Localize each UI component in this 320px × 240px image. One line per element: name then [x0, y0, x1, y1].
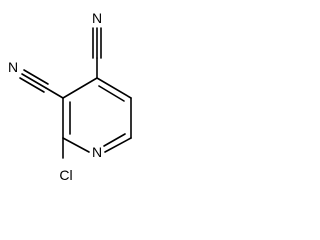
- atom-n-left-label: N: [8, 59, 18, 75]
- ring-inner-bond-c4-c5: [98, 85, 125, 102]
- triple-bond-left-1: [23, 69, 49, 85]
- ring-inner-bond-c6-n1: [103, 133, 126, 147]
- ring-bond-n1-c2: [62, 137, 90, 153]
- bond-c3-cn-left: [45, 87, 64, 99]
- ring-bond-c4-c5: [96, 77, 132, 99]
- ring-bond-c6-n1: [104, 137, 132, 153]
- triple-bond-left-3: [19, 77, 45, 93]
- atom-n-top-label: N: [92, 10, 102, 26]
- molecule-diagram: N N N Cl: [0, 0, 171, 189]
- ring-bond-c3-c4: [62, 77, 98, 99]
- atom-n-ring-label: N: [92, 144, 102, 160]
- atom-cl-label: Cl: [59, 167, 72, 183]
- structure-canvas: N N N Cl: [8, 10, 132, 183]
- triple-bond-left-2: [21, 73, 47, 89]
